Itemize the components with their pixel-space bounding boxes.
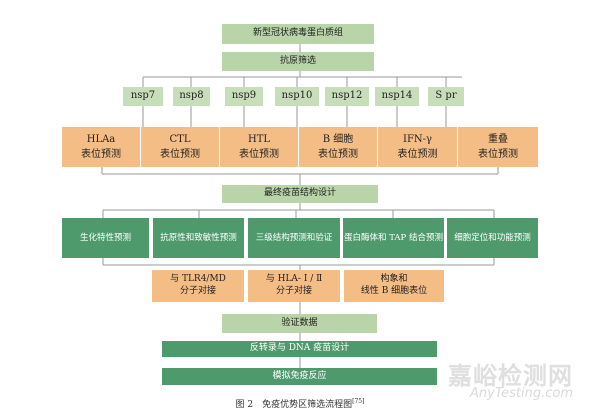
- epitope-type: B 细胞: [322, 134, 354, 145]
- analysis-label: 细胞定位和功能预测: [454, 232, 531, 243]
- final-design-label: 最终疫苗结构设计: [263, 188, 336, 199]
- nsp-box-nsp7: nsp7: [123, 87, 163, 106]
- docking-line: 构象和: [380, 274, 408, 285]
- analysis-label: 蛋白酶体和 TAP 结合预测: [344, 232, 443, 243]
- docking-line: 与 HLA- Ⅰ / Ⅱ: [265, 274, 323, 285]
- epitope-action: 表位预测: [160, 149, 200, 160]
- epitope-action: 表位预测: [81, 149, 121, 160]
- simulate-immune-box: 模拟免疫反应: [162, 368, 437, 385]
- analysis-box-antigenicity: 抗原性和致敏性预测: [153, 218, 244, 258]
- watermark-en: AnyTesting.com: [470, 386, 574, 401]
- analysis-label: 三级结构预测和验证: [255, 232, 333, 243]
- proteome-box: 新型冠状病毒蛋白质组: [222, 24, 374, 44]
- nsp-label: nsp9: [231, 90, 257, 102]
- nsp-box-nsp12: nsp12: [325, 87, 369, 106]
- nsp-label: nsp10: [281, 90, 313, 102]
- nsp-box-nsp9: nsp9: [225, 87, 263, 106]
- docking-line: 分子对接: [179, 286, 216, 296]
- nsp-label: nsp12: [331, 90, 363, 102]
- docking-box-hla: 与 HLA- Ⅰ / Ⅱ 分子对接: [248, 270, 340, 302]
- analysis-box-localization: 细胞定位和功能预测: [447, 218, 538, 258]
- epitope-type: HTL: [247, 134, 271, 145]
- epitope-box-b-cell: B 细胞 表位预测: [299, 127, 377, 167]
- epitope-action: 表位预测: [239, 149, 279, 160]
- epitope-box-overlap: 重叠 表位预测: [458, 127, 538, 167]
- antigen-screen-box: 抗原筛选: [222, 52, 374, 71]
- nsp-label: nsp7: [130, 90, 156, 102]
- docking-box-b-cell-epitope: 构象和 线性 B 细胞表位: [344, 270, 444, 302]
- epitope-type: IFN-γ: [403, 134, 432, 145]
- figure-caption: 图 2 免疫优势区筛选流程图[75]: [0, 397, 600, 410]
- analysis-box-biochemical: 生化特性预测: [62, 218, 149, 258]
- caption-text: 图 2 免疫优势区筛选流程图: [235, 400, 353, 410]
- nsp-box-nsp10: nsp10: [275, 87, 319, 106]
- verify-label: 验证数据: [281, 317, 318, 328]
- watermark-cn: 嘉峪检测网: [448, 362, 573, 390]
- docking-box-tlr4: 与 TLR4/MD 分子对接: [152, 270, 244, 302]
- verify-box: 验证数据: [222, 314, 377, 333]
- epitope-action: 表位预测: [397, 149, 438, 160]
- epitope-box-htl: HTL 表位预测: [220, 127, 298, 167]
- caption-ref: [75]: [352, 398, 365, 405]
- analysis-box-tertiary-structure: 三级结构预测和验证: [248, 218, 340, 258]
- final-design-box: 最终疫苗结构设计: [222, 185, 378, 203]
- reverse-label: 反转录与 DNA 疫苗设计: [249, 343, 350, 354]
- nsp-label: S pr: [435, 90, 457, 102]
- nsp-label: nsp14: [381, 90, 413, 102]
- simulate-label: 模拟免疫反应: [272, 370, 327, 381]
- docking-line: 与 TLR4/MD: [170, 274, 226, 285]
- epitope-box-hlaa: HLAa 表位预测: [62, 127, 140, 167]
- epitope-type: CTL: [169, 134, 191, 145]
- nsp-box-s-pr: S pr: [428, 87, 464, 106]
- nsp-box-nsp14: nsp14: [375, 87, 419, 106]
- epitope-box-ifn-gamma: IFN-γ 表位预测: [378, 127, 457, 167]
- nsp-label: nsp8: [179, 90, 204, 102]
- antigen-screen-label: 抗原筛选: [279, 55, 316, 66]
- analysis-box-proteasome-tap: 蛋白酶体和 TAP 结合预测: [343, 218, 444, 258]
- reverse-transcription-box: 反转录与 DNA 疫苗设计: [162, 341, 437, 357]
- epitope-action: 表位预测: [318, 149, 358, 160]
- nsp-box-nsp8: nsp8: [173, 87, 210, 106]
- proteome-label: 新型冠状病毒蛋白质组: [252, 28, 343, 39]
- analysis-label: 抗原性和致敏性预测: [160, 232, 237, 243]
- docking-line: 分子对接: [275, 286, 312, 296]
- docking-line: 线性 B 细胞表位: [360, 286, 428, 296]
- epitope-type: 重叠: [488, 134, 508, 145]
- epitope-type: HLAa: [86, 134, 116, 145]
- analysis-label: 生化特性预测: [79, 232, 131, 243]
- epitope-box-ctl: CTL 表位预测: [141, 127, 219, 167]
- epitope-action: 表位预测: [478, 149, 518, 160]
